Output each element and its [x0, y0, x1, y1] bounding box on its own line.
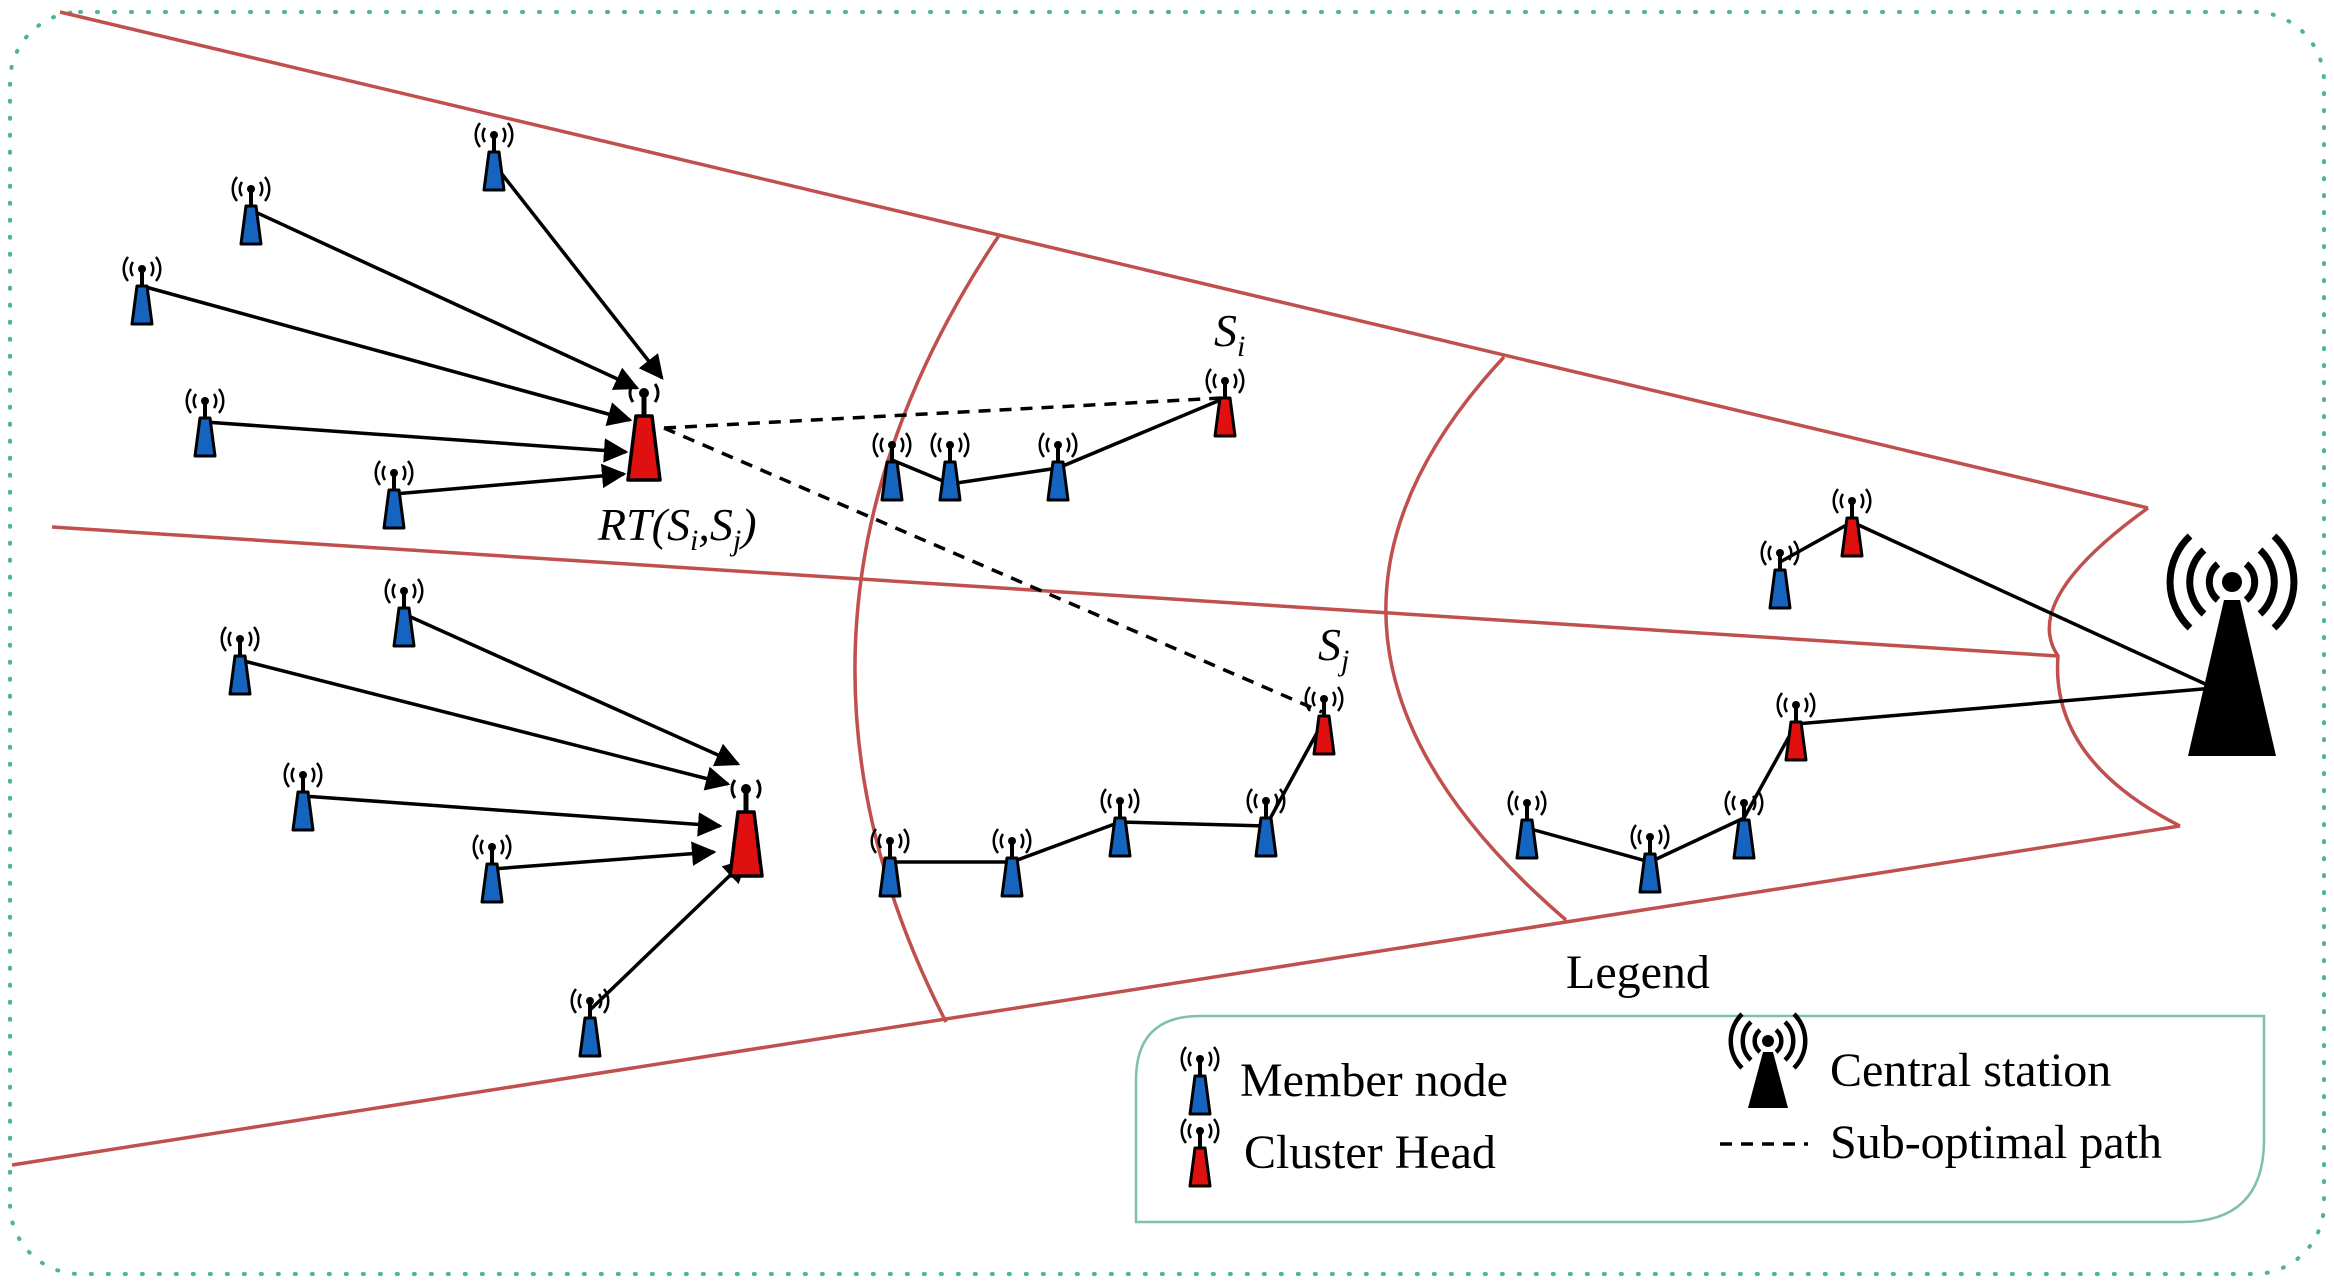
label-relay: RT(Si,Sj): [597, 499, 757, 557]
cluster-heads: [628, 367, 1873, 876]
cluster-links: [141, 162, 2215, 1012]
legend-member-node-label: Member node: [1240, 1054, 1508, 1107]
member-node: [230, 175, 272, 246]
legend-box: [1134, 1014, 2266, 1224]
sector-boundaries: [11, 10, 2181, 1167]
legend-cluster-head-label: Cluster Head: [1244, 1126, 1496, 1179]
relay-cluster-head: [628, 384, 660, 480]
member-node: [1037, 431, 1079, 502]
member-node: [383, 577, 425, 648]
legend-sub-optimal-path-label: Sub-optimal path: [1830, 1116, 2162, 1169]
member-nodes: [121, 121, 1801, 1058]
legend-central-station-label: Central station: [1830, 1044, 2111, 1097]
member-node: [929, 431, 971, 502]
label-si: Si: [1214, 305, 1245, 363]
label-sj: Sj: [1318, 619, 1349, 677]
legend-cluster-head-icon: [1179, 1117, 1221, 1188]
member-node: [1506, 789, 1548, 860]
central-station-icon: [2166, 533, 2298, 756]
member-node: [1759, 539, 1801, 610]
dotted-border: [8, 10, 2326, 1276]
legend-member-node-icon: [1179, 1045, 1221, 1116]
legend-central-station-icon: [1728, 1012, 1808, 1108]
member-node: [219, 625, 261, 696]
cluster-head: [1831, 487, 1873, 558]
legend-title: Legend: [1566, 946, 1710, 999]
cluster-head-lower: [730, 780, 762, 876]
sub-optimal-paths: [663, 396, 1323, 714]
